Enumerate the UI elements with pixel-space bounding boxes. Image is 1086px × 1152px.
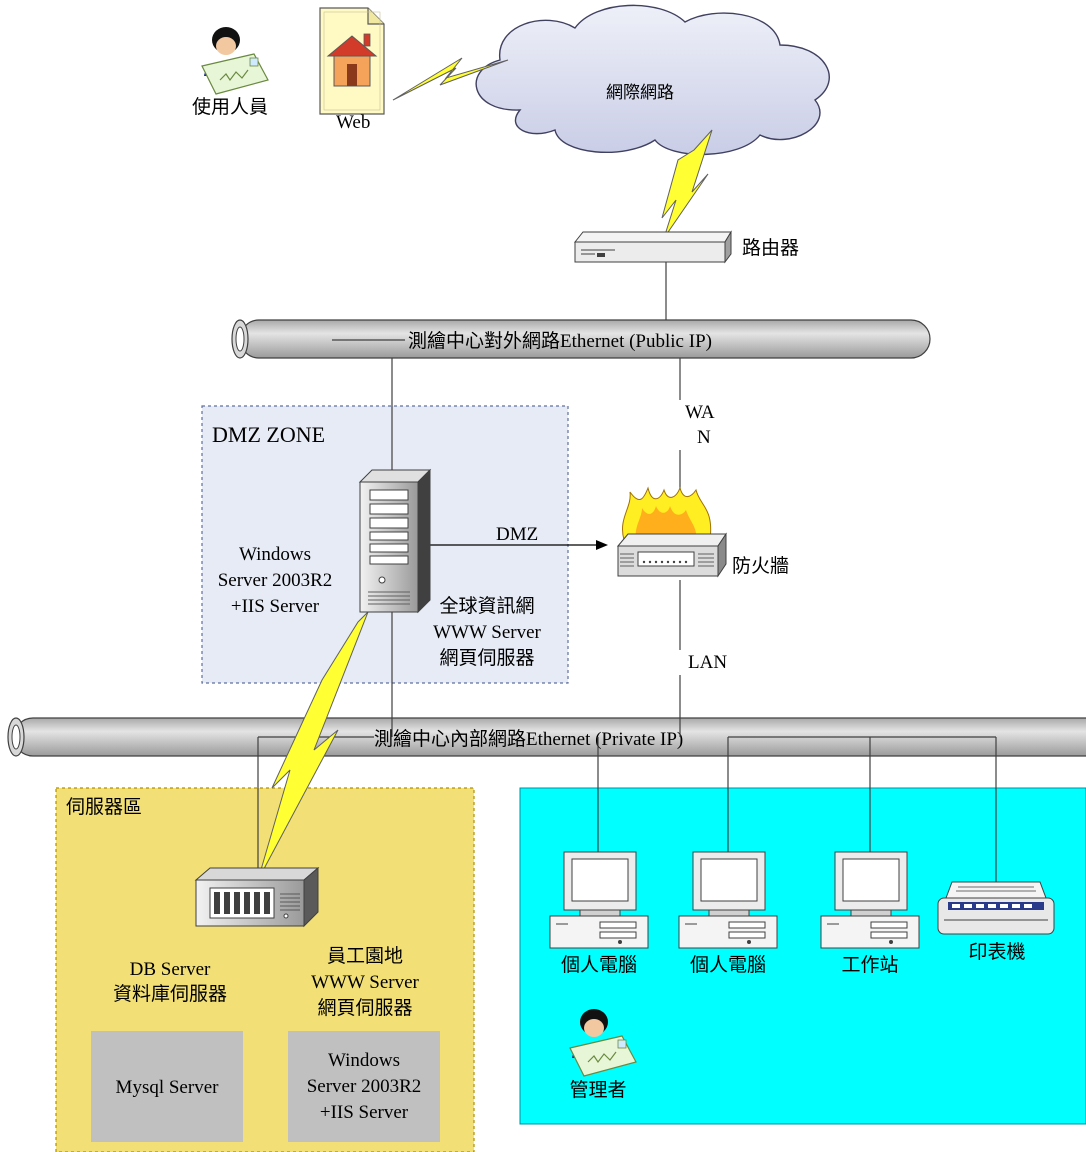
mysql-server-label: Mysql Server (116, 1077, 220, 1098)
staff-server-line3: 網頁伺服器 (317, 997, 412, 1019)
pc-icon (678, 851, 778, 949)
wan-label-line1: WA (685, 402, 715, 423)
windows-server-line1: Windows (328, 1050, 400, 1071)
pc-icon (549, 851, 649, 949)
dmz-os-line1: Windows (239, 544, 311, 565)
router-label: 路由器 (742, 237, 799, 259)
web-page-icon (319, 7, 385, 115)
www-server-tower-icon (358, 468, 432, 614)
staff-server-line1: 員工園地 (327, 945, 403, 967)
windows-server-line2: Server 2003R2 (307, 1076, 422, 1097)
workstation-icon (820, 851, 920, 949)
internet-cloud-icon (475, 4, 830, 156)
firewall-label: 防火牆 (732, 555, 789, 577)
router-icon (573, 230, 732, 264)
wan-label-line2: N (697, 427, 711, 448)
admin-user-icon (569, 1009, 637, 1077)
web-label: Web (336, 112, 370, 133)
pc1-label: 個人電腦 (561, 954, 637, 976)
user-icon (201, 27, 269, 95)
public-ethernet-label: 測繪中心對外網路Ethernet (Public IP) (408, 330, 712, 352)
firewall-icon (616, 486, 727, 578)
private-ethernet-label: 測繪中心內部網路Ethernet (Private IP) (374, 728, 683, 750)
db-server-line1: DB Server (130, 959, 211, 980)
mysql-server-box (91, 1031, 243, 1142)
dmz-server-line2: WWW Server (433, 622, 541, 643)
dmz-link-label: DMZ (496, 524, 538, 545)
dmz-server-line1: 全球資訊網 (439, 595, 534, 617)
admin-label: 管理者 (569, 1079, 626, 1101)
public-ethernet-pipe (231, 319, 931, 359)
internet-label: 網際網路 (606, 83, 674, 102)
user-label: 使用人員 (192, 96, 268, 118)
private-ethernet-pipe (7, 717, 1086, 757)
windows-server-line3: +IIS Server (320, 1102, 409, 1123)
lightning-bolt-icon (392, 57, 509, 101)
server-zone-title: 伺服器區 (66, 796, 142, 818)
pc2-label: 個人電腦 (690, 954, 766, 976)
dmz-server-line3: 網頁伺服器 (439, 647, 534, 669)
dmz-os-line3: +IIS Server (231, 596, 320, 617)
db-server-rack-icon (194, 866, 320, 928)
printer-label: 印表機 (968, 941, 1025, 963)
staff-server-line2: WWW Server (311, 972, 419, 993)
lan-label: LAN (688, 652, 727, 673)
printer-icon (937, 881, 1055, 935)
dmz-zone-title: DMZ ZONE (212, 422, 325, 447)
windows-server-box (288, 1031, 440, 1142)
workstation-label: 工作站 (841, 954, 898, 976)
dmz-os-line2: Server 2003R2 (218, 570, 333, 591)
db-server-line2: 資料庫伺服器 (113, 983, 227, 1005)
